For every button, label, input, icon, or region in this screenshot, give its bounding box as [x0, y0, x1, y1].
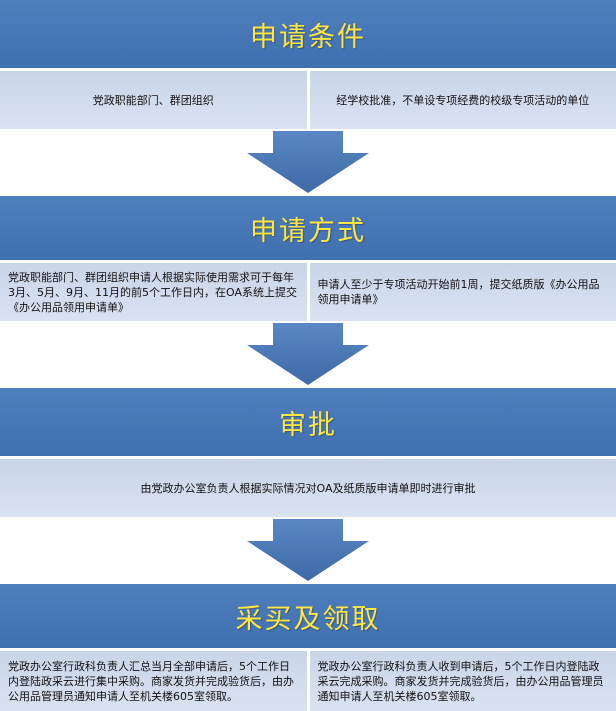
condition-cell-special-activity: 经学校批准，不单设专项经费的校级专项活动的单位 [309, 71, 616, 129]
section-header-approval: 审批 [0, 388, 616, 456]
section-body-purchase: 党政办公室行政科负责人汇总当月全部申请后，5个工作日内登陆政采云进行集中采购。商… [0, 651, 616, 711]
section-header-method: 申请方式 [0, 196, 616, 260]
purchase-cell-special: 党政办公室行政科负责人收到申请后，5个工作日内登陆政采云完成采购。商家发货并完成… [309, 651, 616, 711]
section-body-conditions: 党政职能部门、群团组织 经学校批准，不单设专项经费的校级专项活动的单位 [0, 71, 616, 129]
section-header-conditions: 申请条件 [0, 0, 616, 68]
section-header-purchase: 采买及领取 [0, 584, 616, 648]
approval-cell: 由党政办公室负责人根据实际情况对OA及纸质版申请单即时进行审批 [0, 459, 616, 517]
condition-cell-departments: 党政职能部门、群团组织 [0, 71, 307, 129]
down-arrow-icon [247, 323, 369, 385]
method-cell-paper-form: 申请人至少于专项活动开始前1周，提交纸质版《办公用品领用申请单》 [309, 263, 616, 321]
down-arrow-icon [247, 131, 369, 193]
section-body-method: 党政职能部门、群团组织申请人根据实际使用需求可于每年3月、5月、9月、11月的前… [0, 263, 616, 321]
purchase-cell-monthly: 党政办公室行政科负责人汇总当月全部申请后，5个工作日内登陆政采云进行集中采购。商… [0, 651, 307, 711]
method-cell-oa-system: 党政职能部门、群团组织申请人根据实际使用需求可于每年3月、5月、9月、11月的前… [0, 263, 307, 321]
section-body-approval: 由党政办公室负责人根据实际情况对OA及纸质版申请单即时进行审批 [0, 459, 616, 517]
down-arrow-icon [247, 519, 369, 581]
